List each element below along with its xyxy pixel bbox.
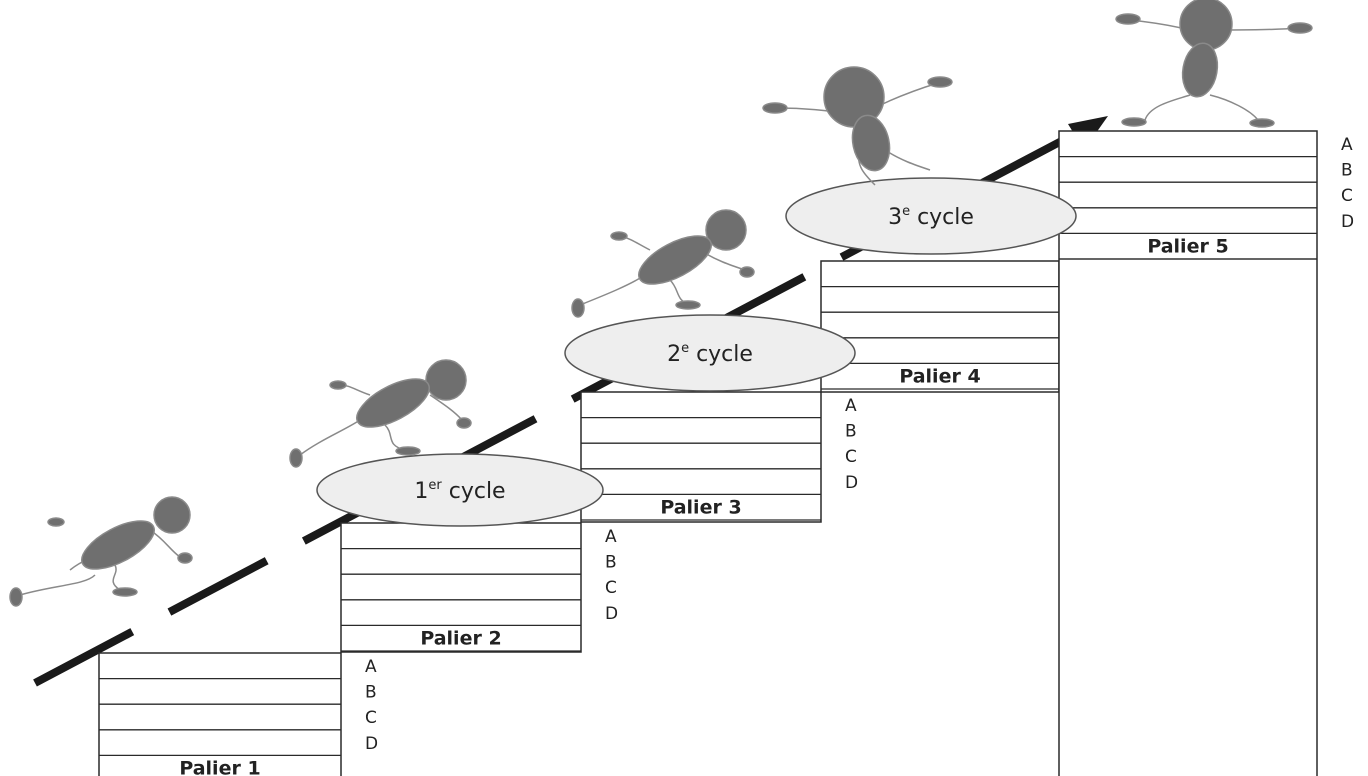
palier-label-5: Palier 5 <box>1147 235 1228 257</box>
level-letter-a: A <box>605 527 617 547</box>
level-letter-c: C <box>845 447 857 467</box>
figure-running-1 <box>9 496 193 607</box>
level-letter-d: D <box>605 604 618 624</box>
level-letter-b: B <box>845 422 857 442</box>
cycle-label-2: 2e cycle <box>667 341 753 367</box>
figure-running-3 <box>571 209 755 318</box>
level-letter-d: D <box>1341 212 1354 232</box>
cycle-label-1: 1er cycle <box>414 478 505 504</box>
stair-palier-4: Palier 4ABCD <box>820 260 1096 393</box>
level-letter-c: C <box>365 708 377 728</box>
palier-label-3: Palier 3 <box>660 496 741 518</box>
palier-label-2: Palier 2 <box>420 627 501 649</box>
level-letter-d: D <box>845 473 858 493</box>
level-letter-a: A <box>845 396 857 416</box>
level-letter-b: B <box>1341 161 1353 181</box>
level-letter-a: A <box>1341 135 1353 155</box>
figure-running-2 <box>289 359 472 468</box>
level-letter-c: C <box>605 578 617 598</box>
level-letter-b: B <box>605 553 617 573</box>
cycle-label-3: 3e cycle <box>888 204 974 230</box>
level-letter-a: A <box>365 657 377 677</box>
figure-celebrating <box>1115 0 1313 128</box>
palier-label-1: Palier 1 <box>179 757 260 776</box>
level-letter-d: D <box>365 734 378 754</box>
figure-running-4 <box>762 66 953 186</box>
cycle-ellipse-1: 1er cycle <box>316 453 604 527</box>
cycle-ellipse-3: 3e cycle <box>785 177 1077 255</box>
level-letter-c: C <box>1341 186 1353 206</box>
palier-label-4: Palier 4 <box>899 365 980 387</box>
cycle-ellipse-2: 2e cycle <box>564 314 856 392</box>
level-letter-b: B <box>365 683 377 703</box>
